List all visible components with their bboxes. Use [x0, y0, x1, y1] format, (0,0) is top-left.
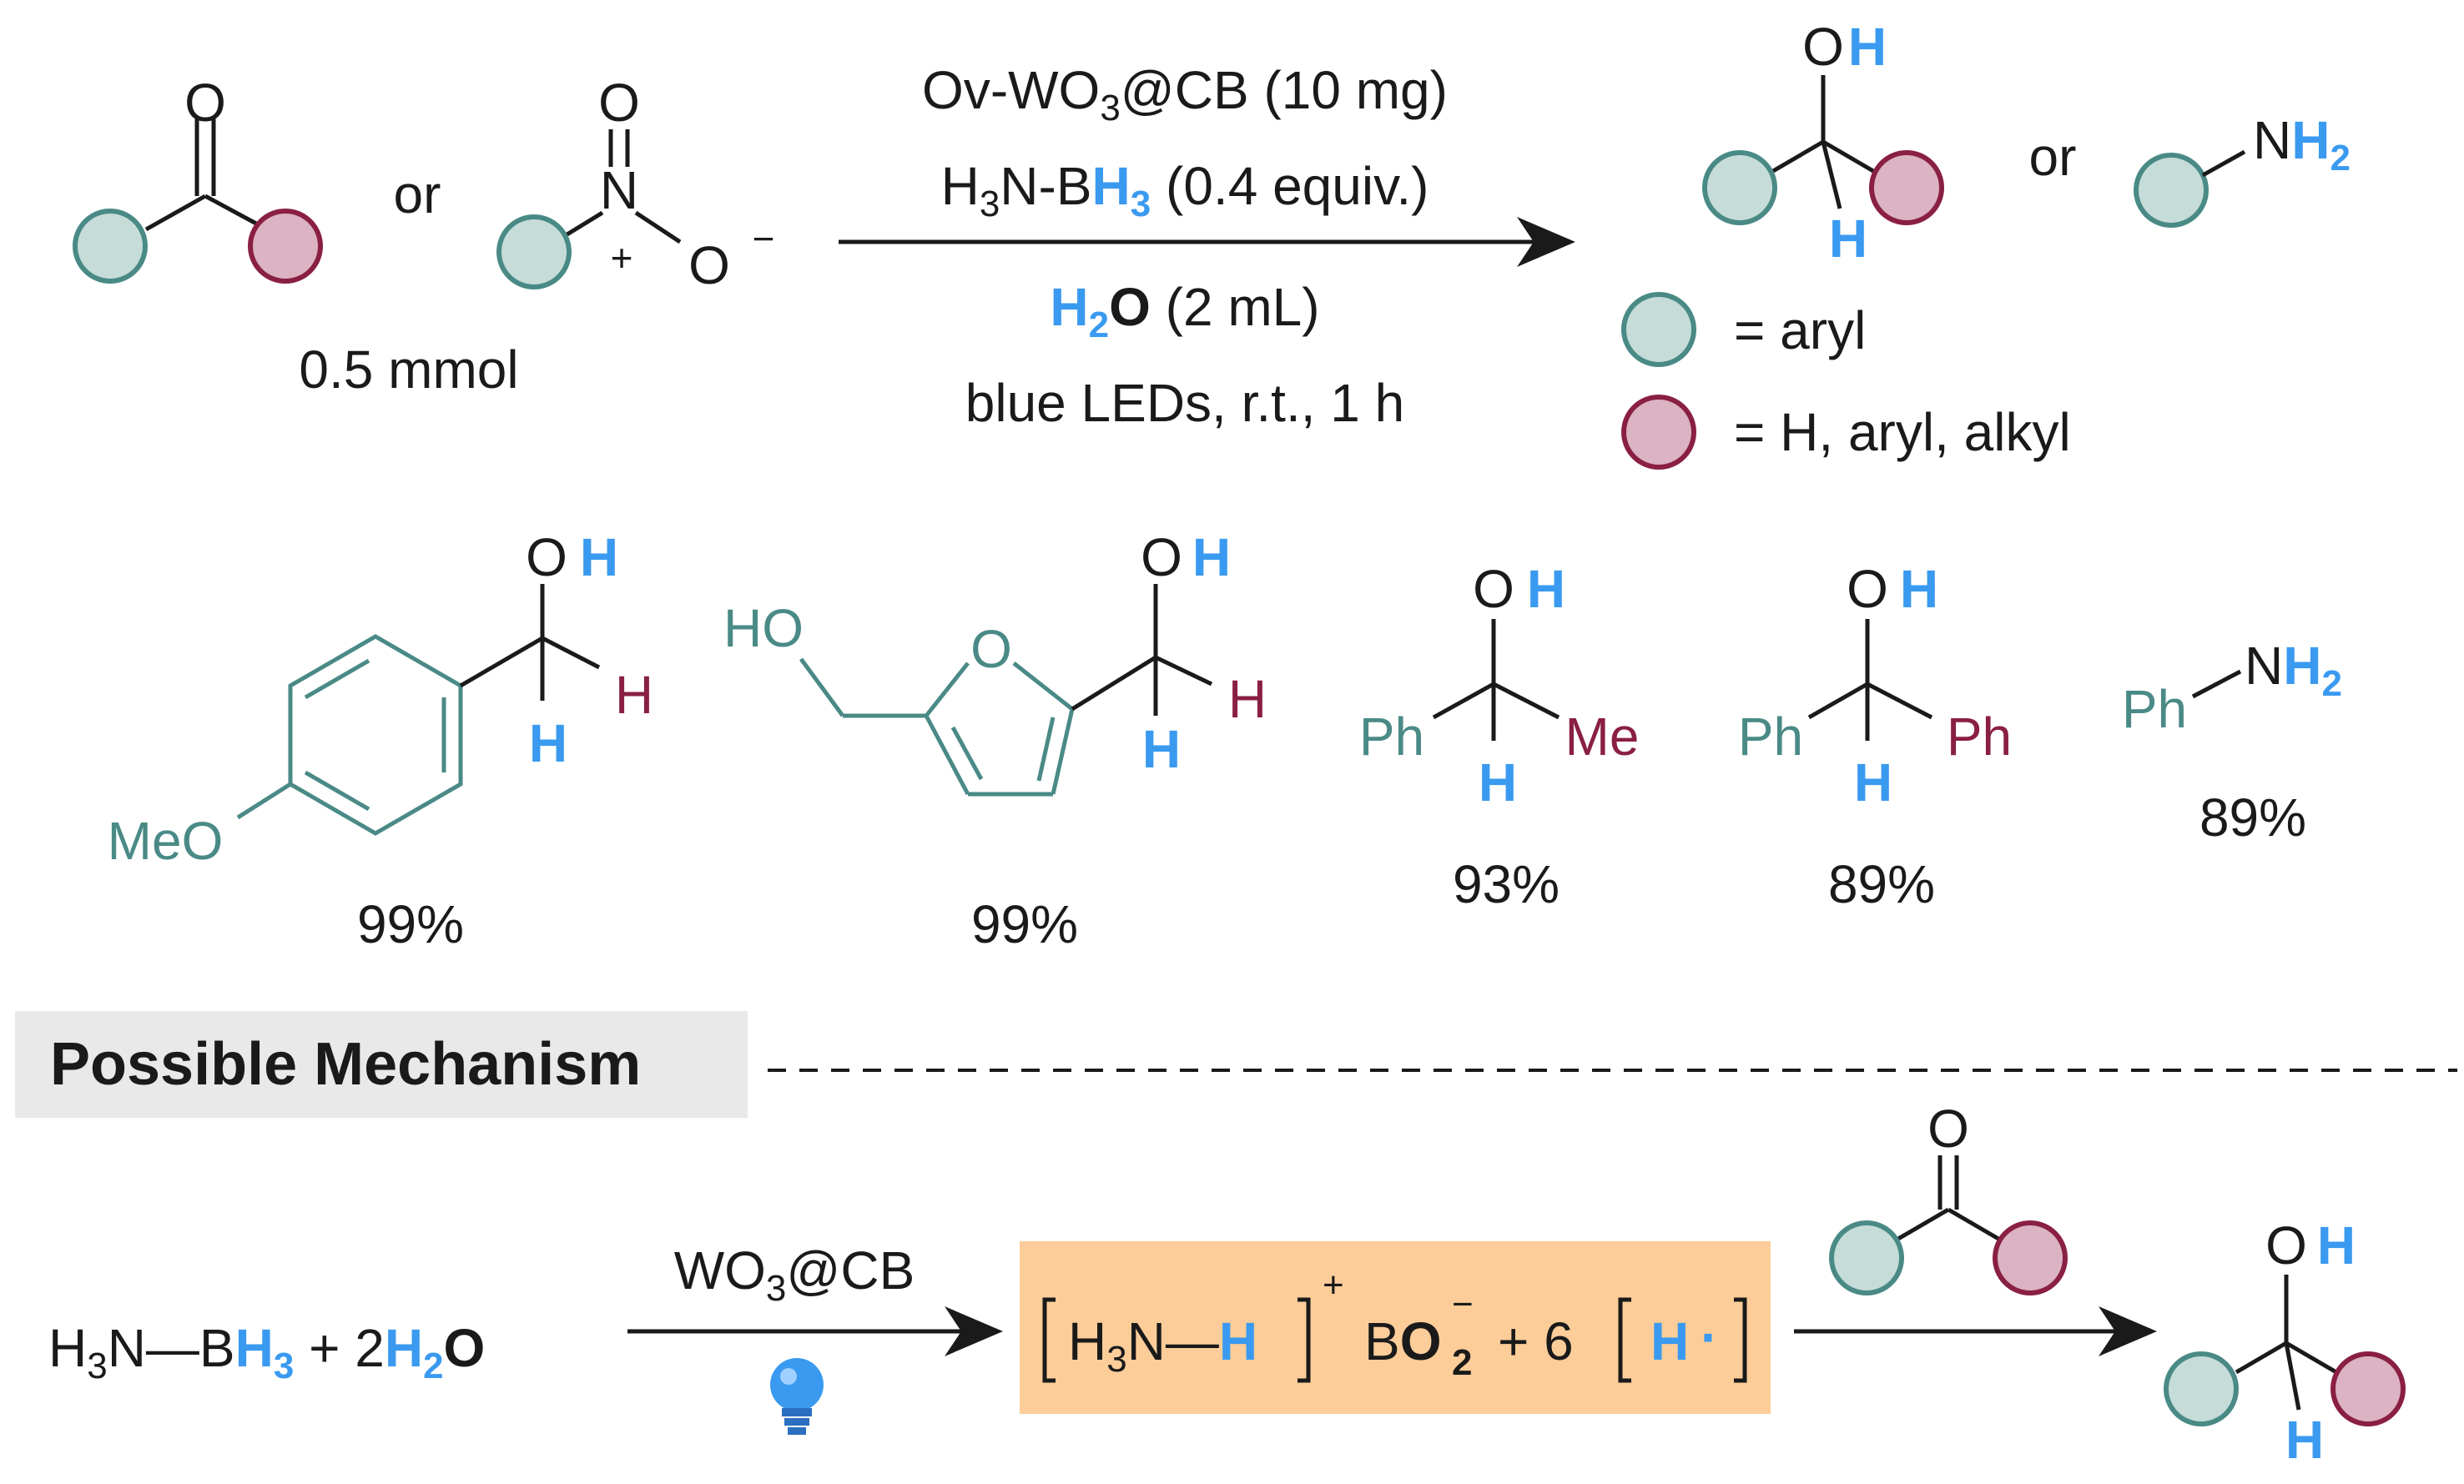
- alkyl-circle: [248, 209, 323, 284]
- amount-label: 0.5 mmol: [299, 340, 518, 400]
- mech-carbonyl: O: [1829, 1099, 2068, 1295]
- nitro-O-top: O: [598, 73, 640, 133]
- e1-H-right: H: [615, 665, 653, 725]
- ammonium-plus: +: [1323, 1265, 1344, 1305]
- condition-reductant: H3N-BH3 (0.4 equiv.): [941, 156, 1429, 224]
- example-aniline: Ph NH2 89%: [2122, 636, 2342, 848]
- intermediate-box: [1020, 1241, 1771, 1414]
- mech-reactants: H3N—BH3 + 2H2O: [48, 1318, 485, 1386]
- alkyl-legend-circle: [1621, 395, 1696, 470]
- e3-Me: Me: [1565, 707, 1640, 767]
- example-methoxybenzyl-alcohol: O H H H MeO 99%: [108, 527, 653, 954]
- mech-carbonyl-O: O: [1927, 1099, 1969, 1159]
- hydrogen-radical-H: H: [1650, 1311, 1689, 1371]
- alkyl-circle: [1993, 1220, 2068, 1295]
- alkyl-circle: [1869, 150, 1944, 225]
- lightbulb-icon: [770, 1358, 824, 1435]
- aryl-circle: [2164, 1351, 2239, 1426]
- legend: = aryl = H, aryl, alkyl: [1621, 292, 2071, 470]
- aryl-legend-circle: [1621, 292, 1696, 367]
- e2-H-right: H: [1228, 669, 1267, 729]
- e1-H-bottom: H: [529, 713, 567, 773]
- alcohol-product: O H H: [1702, 17, 1944, 269]
- e2-H-bottom: H: [1142, 719, 1181, 779]
- e3-H: H: [1527, 559, 1565, 619]
- metaborate-formula: BO: [1364, 1311, 1441, 1371]
- alkyl-circle: [2330, 1351, 2406, 1426]
- mech-product-O: O: [2265, 1215, 2307, 1275]
- product-H: H: [1848, 17, 1887, 77]
- e4-H: H: [1900, 559, 1938, 619]
- metaborate-minus: −: [1452, 1284, 1474, 1325]
- aryl-circle: [1829, 1220, 1904, 1295]
- e4-Ph-right: Ph: [1947, 707, 2012, 767]
- aryl-circle: [496, 214, 572, 289]
- e2-H: H: [1192, 527, 1231, 587]
- hydrogen-radical-dot: ·: [1701, 1307, 1718, 1367]
- condition-light: blue LEDs, r.t., 1 h: [965, 373, 1405, 433]
- e5-Ph: Ph: [2122, 679, 2187, 739]
- condition-solvent: H2O (2 mL): [1050, 277, 1319, 345]
- e3-H-bottom: H: [1479, 752, 1517, 812]
- aryl-circle: [2134, 153, 2209, 228]
- nitro-N: N: [600, 160, 638, 220]
- mech-product-H-bottom: H: [2285, 1410, 2324, 1470]
- carbonyl-O: O: [184, 73, 226, 133]
- e1-O: O: [526, 527, 567, 587]
- legend-aryl-label: = aryl: [1734, 300, 1866, 360]
- nitro-O-minus: O: [688, 235, 730, 295]
- product-O: O: [1802, 17, 1844, 77]
- nitro-plus: +: [611, 236, 633, 279]
- metaborate-sub: 2: [1452, 1342, 1472, 1383]
- e4-O: O: [1847, 559, 1888, 619]
- e2-O: O: [1141, 527, 1182, 587]
- six-equiv: + 6: [1498, 1311, 1574, 1371]
- e2-HO: HO: [723, 598, 804, 658]
- legend-alkyl-label: = H, aryl, alkyl: [1734, 402, 2071, 462]
- aryl-circle: [1702, 150, 1777, 225]
- e4-H-bottom: H: [1854, 752, 1892, 812]
- e2-yield: 99%: [971, 894, 1078, 954]
- condition-catalyst: Ov-WO3@CB (10 mg): [922, 60, 1448, 128]
- e1-MeO: MeO: [108, 811, 224, 871]
- example-phenylethanol: O H Ph Me H 93%: [1359, 559, 1640, 914]
- carbonyl-substrate: O: [73, 73, 323, 284]
- e1-H: H: [580, 527, 618, 587]
- nitro-minus: −: [753, 217, 775, 260]
- e3-yield: 93%: [1453, 854, 1560, 914]
- nitro-substrate: O N + O −: [496, 73, 775, 295]
- amine-product: NH2: [2134, 110, 2351, 228]
- e5-yield: 89%: [2199, 787, 2306, 848]
- example-furan-diol: HO O O H H H 99%: [723, 527, 1267, 954]
- e3-O: O: [1473, 559, 1514, 619]
- mechanism-header: Possible Mechanism: [50, 1031, 641, 1098]
- e4-Ph-left: Ph: [1738, 707, 1803, 767]
- aryl-circle: [73, 209, 148, 284]
- mech-catalyst: WO3@CB: [674, 1240, 915, 1309]
- ammonium-formula: H3N—H: [1068, 1311, 1257, 1380]
- mechanism-header-bg: [15, 1011, 748, 1118]
- product-H-bottom: H: [1829, 209, 1867, 269]
- example-benzhydrol: O H Ph Ph H 89%: [1738, 559, 2012, 914]
- or-label: or: [2029, 127, 2077, 187]
- e5-NH2: NH2: [2245, 636, 2342, 704]
- intermediate-species: H3N—H + BO 2 − + 6 H ·: [1042, 1265, 1747, 1383]
- e2-ring-O: O: [970, 619, 1012, 679]
- reaction-conditions: Ov-WO3@CB (10 mg) H3N-BH3 (0.4 equiv.) H…: [839, 60, 1575, 433]
- e4-yield: 89%: [1828, 854, 1935, 914]
- or-label: or: [394, 164, 441, 224]
- mech-product-H: H: [2317, 1215, 2356, 1275]
- e3-Ph: Ph: [1359, 707, 1424, 767]
- mech-alcohol-product: O H H: [2164, 1215, 2406, 1470]
- e1-yield: 99%: [357, 894, 464, 954]
- amine-formula: NH2: [2253, 110, 2351, 179]
